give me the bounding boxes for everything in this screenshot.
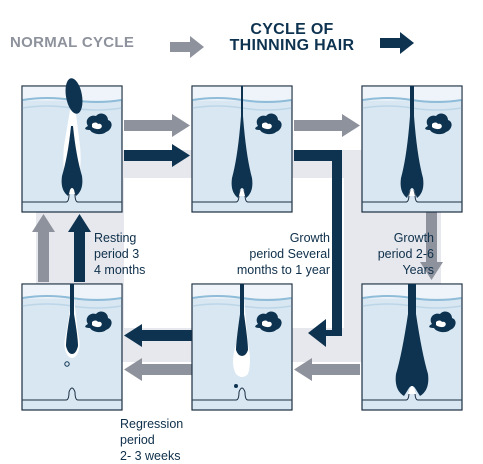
arrow-normal-4-to-1 xyxy=(32,214,55,282)
label-resting-line1: Resting xyxy=(94,231,137,245)
label-growth-thinning-period: Growth period Several months to 1 year xyxy=(210,230,330,278)
label-resting-period: Resting period 3 4 months xyxy=(94,230,184,278)
label-growth-normal-period: Growth period 2-6 Years xyxy=(352,230,434,278)
label-resting-line3: 4 months xyxy=(94,263,146,277)
arrow-thinning-2-to-5 xyxy=(294,150,342,347)
legend-normal-cycle: NORMAL CYCLE xyxy=(10,34,135,51)
panel-growth xyxy=(191,85,293,213)
panel-growth-full xyxy=(361,85,463,213)
arrow-thinning-1-to-2 xyxy=(124,144,190,167)
arrow-normal-1-to-2 xyxy=(124,114,190,137)
label-resting-line2: period 3 xyxy=(94,247,140,261)
label-growth-normal-line2: period 2-6 xyxy=(377,247,434,261)
legend-thinning-cycle: CYCLE OF THINNING HAIR xyxy=(212,22,372,54)
arrow-normal-3-to-6 xyxy=(420,212,443,280)
label-growth-normal-line3: Years xyxy=(402,263,434,277)
arrow-normal-2-to-3 xyxy=(294,114,360,137)
label-regression-line2: period xyxy=(120,433,155,447)
panel-growth-thick xyxy=(361,283,463,411)
legend: NORMAL CYCLE CYCLE OF THINNING HAIR xyxy=(0,8,483,64)
panel-early-growth xyxy=(21,78,123,213)
label-growth-normal-line1: Growth xyxy=(393,231,434,245)
panel-resting xyxy=(21,283,123,411)
label-growth-thinning-line3: months to 1 year xyxy=(236,263,330,277)
label-growth-thinning-line1: Growth xyxy=(289,231,330,245)
label-regression-line3: 2- 3 weeks xyxy=(120,449,181,463)
legend-thinning-arrow-icon xyxy=(380,32,414,54)
label-growth-thinning-line2: period Several xyxy=(249,247,330,261)
legend-thinning-line2: THINNING HAIR xyxy=(229,37,355,54)
arrow-thinning-5-to-4 xyxy=(124,324,192,347)
arrow-thinning-4-to-1 xyxy=(68,214,91,282)
legend-normal-arrow-icon xyxy=(170,36,204,58)
arrow-normal-6-to-5 xyxy=(294,358,360,381)
panel-regression xyxy=(191,283,293,411)
legend-thinning-line1: CYCLE OF xyxy=(250,21,334,38)
label-regression-line1: Regression xyxy=(120,417,184,431)
label-regression-period: Regression period 2- 3 weeks xyxy=(120,416,210,464)
arrow-normal-5-to-4 xyxy=(124,358,192,381)
